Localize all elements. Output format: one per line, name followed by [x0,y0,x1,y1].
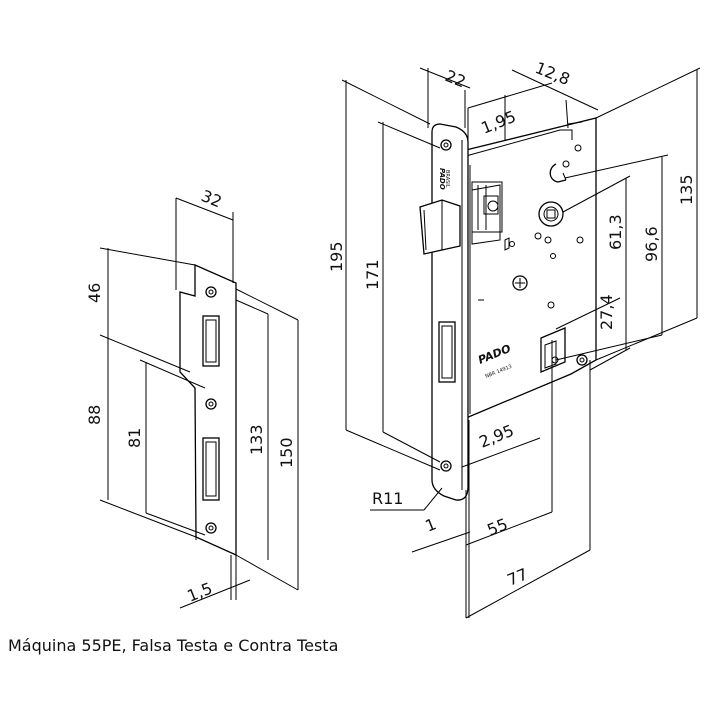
strike-bolt-hole [202,437,220,501]
faceplate-bolt-slot [438,321,456,383]
screw-hole-icon [440,139,452,151]
screw-hole-icon [576,354,588,366]
strike-dimensions [99,197,299,609]
strike-plate [179,264,237,557]
strike-total-height-label: 150 [277,437,296,468]
handle-follower-icon [538,201,564,227]
lock-body: PADO NBR 14913 PADO BRASIL [419,117,597,501]
strike-latch-offset-label: 88 [85,405,104,425]
key-spacing-label: 27,4 [597,294,616,330]
total-height-label: 195 [327,241,346,272]
screw-hole-icon [205,522,217,534]
lock-dimensions [341,67,701,619]
faceplate-brand: PADO [438,168,446,190]
strike-width-label: 32 [199,186,225,211]
screw-hole-icon [440,460,452,472]
strike-inner-height-label: 133 [247,424,266,455]
strike-hole-span-label: 81 [125,428,144,448]
lock-mechanism [471,144,588,373]
keyhole-offset-label: 96,6 [642,226,661,262]
faceplate-width-label: 22 [443,66,469,91]
front-thickness-label: 1,95 [478,107,518,138]
strike-thickness-label: 1,5 [184,579,215,606]
key-cutout [540,327,566,373]
handle-offset-label: 61,3 [606,214,625,250]
strike-top-offset-label: 46 [85,283,104,303]
gap-label: 1 [422,514,439,535]
plate-thickness-label: 2,95 [476,421,516,452]
depth-label: 77 [504,564,530,589]
faceplate-origin: BRASIL [444,170,450,188]
case-screw-icon [512,275,528,291]
screw-hole-icon [205,398,217,410]
caption: Máquina 55PE, Falsa Testa e Contra Testa [8,636,339,655]
cam-hook-icon [549,163,567,183]
screw-hole-icon [205,286,217,298]
case-height-label: 135 [677,174,696,205]
hole-span-label: 171 [363,259,382,290]
corner-radius-label: R11 [372,489,403,508]
strike-latch-hole [202,315,220,367]
depth-offset-label: 12,8 [533,58,573,89]
